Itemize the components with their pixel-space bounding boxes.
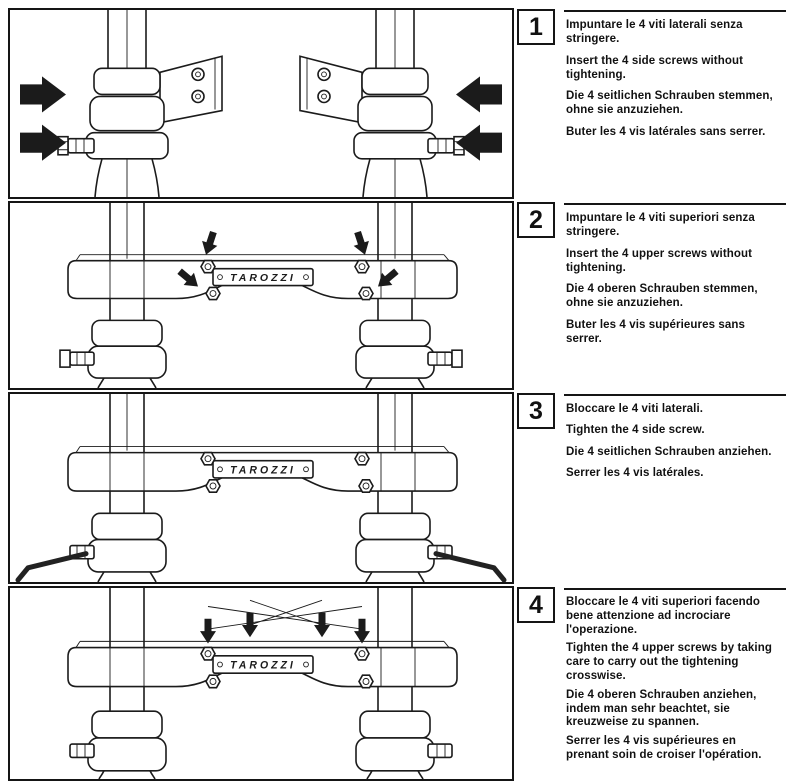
step-number-column: 1: [514, 8, 564, 199]
instruction-de: Die 4 seitlichen Schrauben stemmen, ohne…: [566, 90, 773, 117]
step-number-column: 2: [514, 201, 564, 390]
instruction-en: Tighten the 4 upper screws by taking car…: [566, 642, 772, 682]
step-number: 4: [517, 587, 555, 623]
brand-logo-text: TAROZZI: [230, 273, 296, 284]
step-4-drawing-panel: TAROZZI: [8, 586, 514, 781]
instruction-it: Bloccare le 4 viti laterali.: [566, 403, 704, 415]
crosswise-pattern: [207, 599, 363, 630]
instruction-fr: Serrer les 4 vis latérales.: [566, 466, 704, 479]
step-3-illustration: TAROZZI: [10, 394, 512, 582]
step-1-illustration: [19, 10, 503, 197]
fork-leg-left: [19, 10, 223, 197]
step-3-drawing-panel: TAROZZI: [8, 392, 514, 584]
step-2-drawing-panel: TAROZZI: [8, 201, 514, 390]
step-number-column: 4: [514, 586, 564, 781]
step-number: 3: [517, 393, 555, 429]
instruction-de: Die 4 oberen Schrauben stemmen, ohne sie…: [566, 283, 758, 310]
brand-logo-text: TAROZZI: [230, 659, 296, 671]
instruction-de: Die 4 seitlichen Schrauben anziehen.: [566, 445, 772, 458]
brand-logo-text: TAROZZI: [230, 464, 296, 476]
triple-clamp-bridge: TAROZZI: [67, 640, 458, 688]
step-3-row: TAROZZI 3 Bloccare le 4 viti laterali. T…: [8, 392, 786, 584]
step-number-column: 3: [514, 392, 564, 584]
step-3-instructions: Bloccare le 4 viti laterali. Tighten the…: [564, 394, 786, 584]
fork-leg-right: [299, 10, 503, 197]
step-4-illustration: TAROZZI: [67, 588, 458, 779]
instruction-it: Impuntare le 4 viti laterali senza strin…: [566, 19, 743, 46]
instruction-it: Impuntare le 4 viti superiori senza stri…: [566, 212, 755, 239]
triple-clamp-bridge: TAROZZI: [67, 254, 458, 300]
step-2-illustration: TAROZZI: [59, 203, 463, 388]
step-number: 2: [517, 202, 555, 238]
instruction-de: Die 4 oberen Schrauben anziehen, indem m…: [566, 688, 757, 729]
triple-clamp-bridge: TAROZZI: [67, 446, 458, 492]
instruction-fr: Serrer les 4 vis supérieures en prenant …: [566, 735, 762, 761]
step-1-instructions: Impuntare le 4 viti laterali senza strin…: [564, 10, 786, 199]
step-1-drawing-panel: [8, 8, 514, 199]
instruction-fr: Buter les 4 vis latérales sans serrer.: [566, 125, 766, 138]
instruction-fr: Buter les 4 vis supérieures sans serrer.: [566, 318, 745, 345]
step-4-instructions: Bloccare le 4 viti superiori facendo ben…: [564, 588, 786, 781]
step-2-row: TAROZZI 2 Impuntare le 4 viti superiori …: [8, 201, 786, 390]
step-number: 1: [517, 9, 555, 45]
step-4-row: TAROZZI 4 Bloccare le 4 viti superiori f…: [8, 586, 786, 781]
instruction-en: Insert the 4 side screws without tighten…: [566, 54, 744, 81]
step-2-instructions: Impuntare le 4 viti superiori senza stri…: [564, 203, 786, 390]
instruction-en: Insert the 4 upper screws without tighte…: [566, 247, 753, 274]
instruction-en: Tighten the 4 side screw.: [566, 424, 705, 437]
step-1-row: 1 Impuntare le 4 viti laterali senza str…: [8, 8, 786, 199]
instruction-it: Bloccare le 4 viti superiori facendo ben…: [566, 596, 761, 636]
